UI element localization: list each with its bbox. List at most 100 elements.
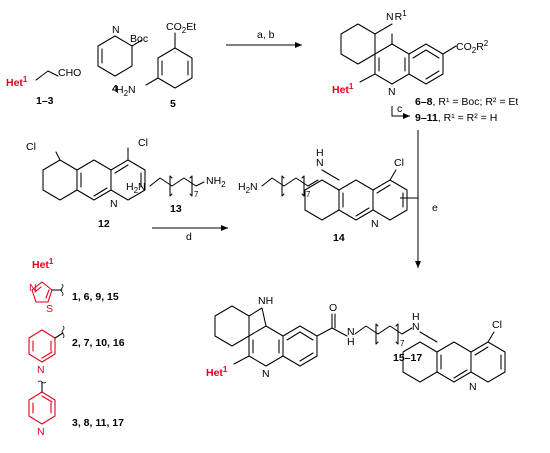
pyridine-4-n: N — [37, 426, 45, 438]
svg-text:CO2R2: CO2R2 — [456, 39, 489, 55]
svg-text:NH2: NH2 — [206, 175, 226, 189]
co2et-co: CO — [166, 21, 182, 33]
cl-14: Cl — [394, 157, 404, 169]
step-c-arrow: c — [391, 103, 410, 119]
compound-9-11-label: 9–11 — [415, 112, 438, 124]
co2r2-r: R — [476, 41, 484, 53]
nh2-13: NH — [206, 175, 221, 187]
het1-final-sup: 1 — [223, 365, 228, 374]
h2n-14-h: H — [238, 181, 246, 193]
svg-text:Het1: Het1 — [332, 82, 354, 96]
compound-5-label: 5 — [170, 98, 176, 110]
het1-table-header: Het — [32, 259, 49, 271]
svg-text:CO2Et: CO2Et — [166, 21, 196, 35]
h2n-14-n: N — [250, 181, 258, 193]
cl-15: Cl — [492, 319, 502, 331]
compound-4-structure: N Boc 4 — [97, 24, 148, 95]
pyridin-3-yl-icon: N — [28, 325, 65, 376]
svg-text:Het1: Het1 — [206, 365, 228, 379]
h2n-14-sub: 2 — [246, 186, 251, 195]
het1-final-text: Het — [206, 367, 223, 379]
step-d-label: d — [186, 231, 192, 243]
nh-14-h: H — [316, 147, 324, 159]
h2n-13-n: N — [138, 181, 146, 193]
nh2-13-sub: 2 — [221, 180, 226, 189]
boc-label: Boc — [130, 33, 148, 45]
pyridin-4-yl-icon: N — [28, 380, 56, 438]
compound-14-label: 14 — [333, 232, 345, 244]
nh-15b-h: H — [412, 311, 420, 323]
svg-text:H2N: H2N — [116, 84, 136, 98]
h2n-13-sub: 2 — [134, 186, 139, 195]
svg-text:6–8, R¹ = Boc; R² = Et: 6–8, R¹ = Boc; R² = Et — [415, 96, 518, 108]
step-e-label: e — [432, 202, 438, 214]
svg-text:Het1: Het1 — [6, 75, 28, 89]
ring-n-15b: N — [469, 381, 477, 393]
compound-6-8-label: 6–8 — [415, 96, 433, 108]
svg-text:Het1: Het1 — [32, 257, 54, 271]
compound-12-label: 12 — [98, 218, 110, 230]
het-row-1-ids: 1, 6, 9, 15 — [72, 291, 119, 303]
h2n-h: H — [116, 84, 124, 96]
step-ab-label: a, b — [257, 29, 275, 41]
co2r2-sup: 2 — [484, 39, 489, 48]
h2n-13-h: H — [126, 181, 134, 193]
compound-6-8-desc: , R¹ = Boc; R² = Et — [433, 96, 519, 108]
cl-label-right: Cl — [138, 137, 148, 149]
co2et-tail: Et — [186, 21, 196, 33]
het1-table: Het1 N S 1, 6, 9, 15 N 2, 7, 10, 16 — [28, 257, 125, 438]
chain-count-15: 7 — [400, 339, 405, 348]
compound-4-label: 4 — [112, 83, 118, 95]
thiazole-n: N — [29, 282, 37, 294]
pyridine-3-n: N — [37, 364, 45, 376]
thiazole-s: S — [46, 303, 53, 315]
het1-product-sup: 1 — [349, 82, 354, 91]
amide-nh: H — [347, 336, 355, 348]
r1-n: N — [386, 11, 394, 23]
het1-table-header-sup: 1 — [49, 257, 54, 266]
co2r2-sub: 2 — [472, 46, 477, 55]
het-row-3-ids: 3, 8, 11, 17 — [72, 417, 124, 429]
thiazolyl-icon: N S — [29, 281, 64, 315]
compound-6-11-structure: NR1 CO2R2 N Het1 6–8, R¹ = Boc; R² = Et … — [332, 9, 518, 124]
step-d-arrow: d — [152, 225, 228, 243]
compound-1-3-label: 1–3 — [36, 95, 54, 107]
nh-15-label: NH — [258, 295, 273, 307]
r1-sup: 1 — [402, 9, 407, 18]
cho-label: CHO — [58, 67, 81, 79]
het1-sup: 1 — [23, 75, 28, 84]
compound-15-17-structure: NH N Het1 O H N 7 N H Cl N 15–17 — [206, 295, 506, 393]
compound-13-label: 13 — [170, 203, 182, 215]
het1-text: Het — [6, 77, 23, 89]
compound-15-17-label: 15–17 — [393, 352, 422, 364]
ring-n-14: N — [371, 218, 379, 230]
het1-product-text: Het — [332, 84, 349, 96]
h2n-n: N — [128, 84, 136, 96]
nh-15b-n: N — [412, 321, 420, 333]
step-c-label: c — [397, 103, 402, 115]
svg-text:H2N: H2N — [238, 181, 258, 195]
co2et-sub: 2 — [182, 26, 187, 35]
het1-aldehyde-structure: Het1 CHO 1–3 — [6, 67, 81, 107]
co2r2-co: CO — [456, 41, 472, 53]
amide-n: N — [347, 326, 355, 338]
het-row-2-ids: 2, 7, 10, 16 — [72, 337, 125, 349]
ring-n-12: N — [110, 198, 118, 210]
ring-n-label: N — [388, 86, 396, 98]
ring-n-15: N — [262, 368, 270, 380]
step-e-arrow: e — [400, 130, 438, 268]
cl-label-left: Cl — [26, 141, 36, 153]
step-ab-arrow: a, b — [226, 29, 302, 48]
r1-r: R — [395, 11, 403, 23]
h2n-sub: 2 — [124, 89, 129, 98]
compound-5-structure: CO2Et H2N 5 — [116, 21, 196, 110]
nh-14-n: N — [316, 157, 324, 169]
chain-count-14: 7 — [306, 190, 311, 199]
amide-o: O — [329, 302, 337, 314]
n-atom-label: N — [112, 24, 120, 36]
svg-text:H2N: H2N — [126, 181, 146, 195]
svg-text:NR1: NR1 — [386, 9, 407, 23]
compound-12-structure: Cl Cl N 12 — [26, 137, 148, 230]
compound-9-11-desc: , R¹ = R² = H — [438, 112, 498, 124]
